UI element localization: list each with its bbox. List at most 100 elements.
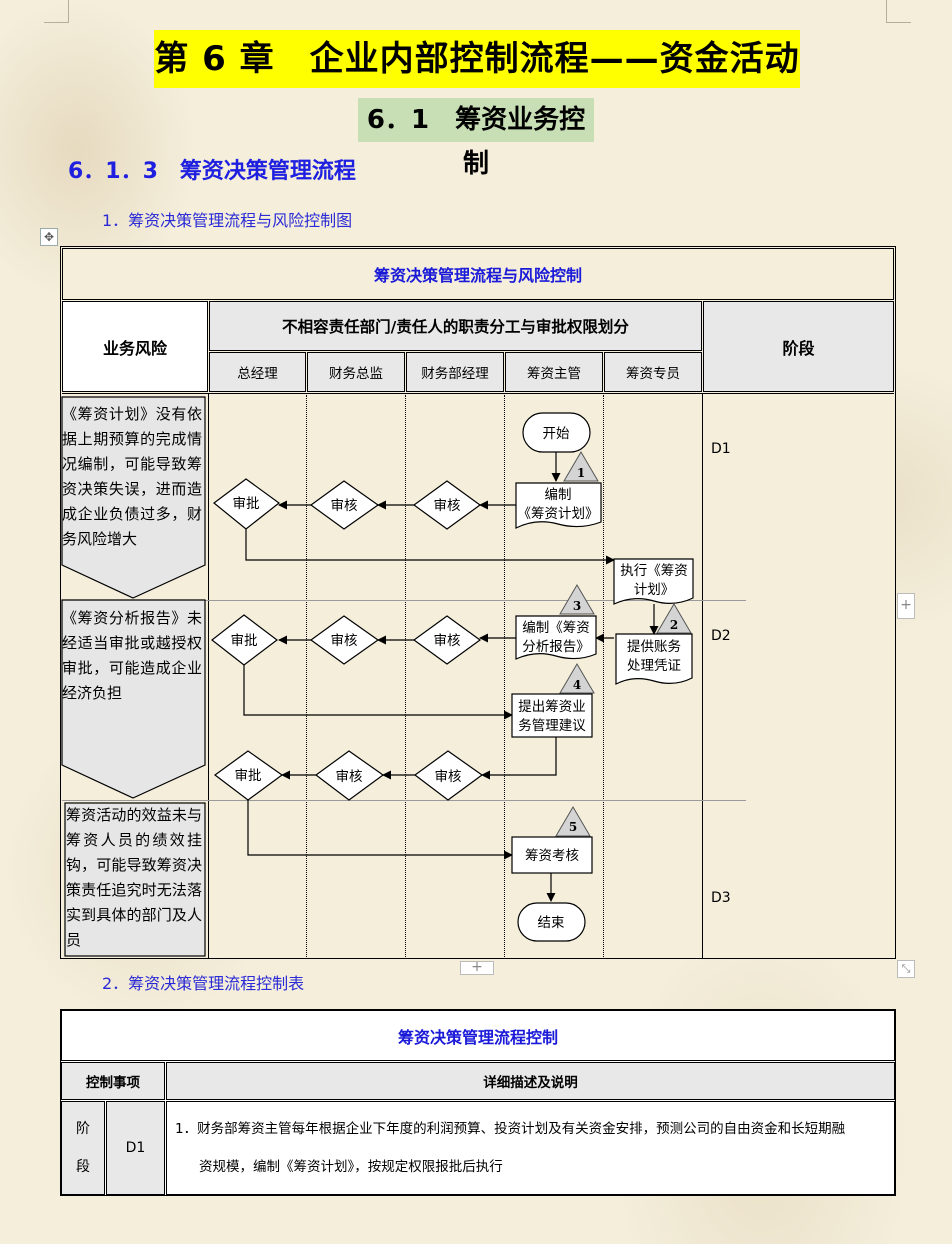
control-detail-line-2: 资规模，编制《筹资计划》，按规定权限报批后执行 (199, 1159, 503, 1175)
marker-number-1: 1 (577, 466, 585, 480)
section-title: 6．1 筹资业务控制 (358, 98, 594, 179)
review-label: 审核 (435, 769, 462, 785)
connector (481, 737, 557, 780)
lane-header-cfo: 财务总监 (307, 352, 405, 392)
risk-text-2: 《筹资分析报告》未经适当审批或越授权审批，可能造成企业经济负担 (62, 609, 202, 702)
risk-column-header: 业务风险 (62, 301, 208, 392)
cfo-review-diamond-3 (314, 750, 385, 801)
stage-column-header: 阶段 (703, 301, 894, 392)
stage-label-cell: 阶 段 (61, 1101, 105, 1195)
part2-title: 2．筹资决策管理流程控制表 (102, 974, 305, 993)
stage-d1: D1 (711, 441, 731, 457)
table-resize-handle[interactable]: ⤡ (897, 960, 915, 978)
stage-label-char-2: 段 (76, 1159, 90, 1175)
report-document (515, 615, 597, 660)
stage-d3: D3 (711, 890, 731, 906)
risk-text-1: 《筹资计划》没有依据上期预算的完成情况编制，可能导致筹资决策失误，进而造成企业负… (62, 405, 202, 548)
connector (247, 800, 513, 860)
marker-number-3: 3 (573, 599, 581, 613)
finance-manager-review-diamond-2 (412, 615, 482, 665)
start-label: 开始 (543, 426, 571, 442)
cfo-review-diamond-2 (309, 615, 380, 665)
connector (243, 665, 513, 720)
lane-divider (405, 395, 406, 957)
body-top-border (62, 393, 894, 394)
risk-box-3 (64, 802, 206, 957)
stage-d2: D2 (711, 628, 731, 644)
assess-box (511, 836, 593, 874)
marker-triangle-4 (559, 663, 595, 694)
approve-label: 审批 (235, 768, 262, 784)
risk-text-3: 筹资活动的效益未与筹资人员的绩效挂钩，可能导致筹资决策责任追究时无法落实到具体的… (66, 806, 202, 949)
dept-column-header: 不相容责任部门/责任人的职责分工与审批权限划分 (209, 301, 702, 351)
lane-header-general-manager: 总经理 (209, 352, 306, 392)
connector (245, 529, 615, 565)
report-label-line1: 编制《筹资 (522, 619, 590, 636)
stage-column-divider (702, 393, 703, 958)
lane-divider (603, 395, 604, 957)
risk-column-divider (208, 393, 209, 958)
phase-divider (62, 600, 746, 601)
voucher-label-line2: 处理凭证 (627, 658, 681, 674)
lane-header-financing-supervisor: 筹资主管 (505, 352, 603, 392)
review-label: 审核 (331, 633, 358, 649)
end-terminator (517, 902, 586, 942)
phase-divider (62, 800, 746, 801)
review-label: 审核 (331, 498, 358, 514)
table-move-handle[interactable]: ✥ (40, 228, 58, 246)
stage-label-char-1: 阶 (76, 1121, 90, 1137)
marker-triangle-1 (563, 451, 599, 482)
assess-label: 筹资考核 (525, 847, 579, 864)
flow-table-title: 筹资决策管理流程与风险控制 (62, 248, 894, 300)
advice-label-line2: 务管理建议 (518, 718, 586, 734)
gm-approve-diamond-3 (213, 750, 284, 801)
marker-triangle-5 (555, 806, 591, 837)
subsection-title: 6．1．3 筹资决策管理流程 (68, 159, 356, 184)
risk-pennant-1 (61, 396, 206, 599)
cfo-review-diamond-1 (309, 480, 380, 530)
control-detail-line-1: 1．财务部筹资主管每年根据企业下年度的利润预算、投资计划及有关资金安排，预测公司… (175, 1121, 846, 1137)
approve-label: 审批 (233, 496, 260, 512)
execute-label-line2: 计划》 (634, 582, 675, 598)
marker-triangle-2 (656, 603, 692, 634)
stage-d1-cell: D1 (106, 1101, 165, 1195)
risk-marker-triangles: 1 2 3 4 5 (555, 451, 692, 837)
insert-row-button[interactable]: + (460, 960, 494, 975)
advice-box (511, 693, 593, 738)
page-corner-mark (886, 0, 911, 23)
risk-pennant-2 (61, 599, 206, 799)
insert-column-button[interactable]: + (897, 593, 915, 619)
finance-manager-review-diamond-1 (412, 480, 482, 530)
lane-header-finance-manager: 财务部经理 (406, 352, 504, 392)
detail-header: 详细描述及说明 (166, 1062, 895, 1100)
plan-label-line2: 《筹资计划》 (518, 505, 599, 522)
control-detail-cell: 1．财务部筹资主管每年根据企业下年度的利润预算、投资计划及有关资金安排，预测公司… (166, 1101, 895, 1195)
marker-number-4: 4 (573, 678, 581, 692)
lane-divider (504, 395, 505, 957)
page-corner-mark (44, 0, 69, 23)
start-terminator (522, 412, 591, 453)
chapter-title: 第 6 章 企业内部控制流程——资金活动 (154, 30, 800, 88)
end-label: 结束 (538, 915, 566, 931)
voucher-document (615, 633, 693, 685)
flowchart: 开始 编制 《筹资计划》 审核 审核 审批 执行《筹资 计划》 提供账务 处理凭… (211, 412, 694, 942)
part1-title: 1．筹资决策管理流程与风险控制图 (102, 211, 353, 230)
control-table-title: 筹资决策管理流程控制 (61, 1010, 895, 1061)
execute-document (613, 558, 694, 605)
plan-label-line1: 编制 (545, 487, 572, 503)
gm-approve-diamond-2 (211, 614, 278, 666)
marker-number-5: 5 (569, 820, 577, 834)
gm-approve-diamond-1 (213, 478, 280, 530)
lane-divider (306, 395, 307, 957)
review-label: 审核 (434, 633, 461, 649)
review-label: 审核 (336, 769, 363, 785)
control-items-header: 控制事项 (61, 1062, 165, 1100)
finance-manager-review-diamond-3 (413, 750, 484, 801)
marker-number-2: 2 (670, 618, 678, 632)
execute-label-line1: 执行《筹资 (620, 562, 688, 579)
risk-shapes (61, 396, 206, 957)
advice-label-line1: 提出筹资业 (518, 698, 586, 715)
voucher-label-line1: 提供账务 (627, 639, 681, 655)
marker-triangle-3 (559, 584, 595, 615)
lane-header-financing-specialist: 筹资专员 (604, 352, 702, 392)
